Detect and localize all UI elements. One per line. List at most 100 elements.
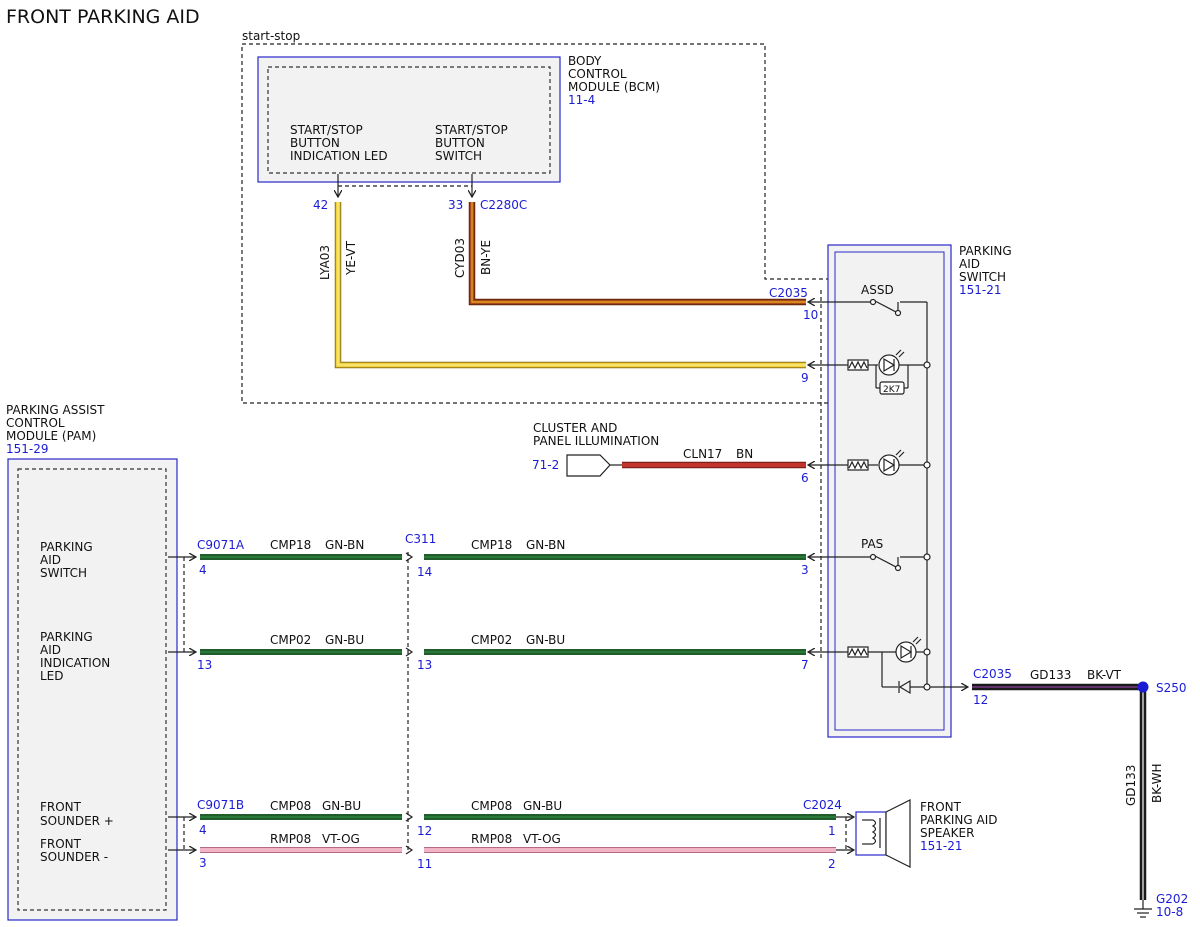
pas-switch bbox=[842, 553, 927, 572]
wire-cmp08-right-color: GN-BU bbox=[523, 799, 562, 813]
c311-label: C311 bbox=[405, 532, 436, 546]
wire-cmp02-left-circuit: CMP02 bbox=[270, 633, 311, 647]
bcm-module bbox=[257, 56, 561, 183]
parking-aid-switch-inner bbox=[834, 251, 945, 731]
wire-lya03-circuit: LYA03 bbox=[318, 245, 332, 280]
wire-rmp08-left-circuit: RMP08 bbox=[270, 832, 311, 846]
pam-switch-label-3: SWITCH bbox=[40, 566, 87, 580]
bcm-connector-c2280c: C2280C bbox=[480, 198, 527, 212]
bcm-ref: 11-4 bbox=[568, 93, 595, 107]
bcm-pin-42: 42 bbox=[313, 198, 328, 212]
parking-aid-switch-module bbox=[827, 244, 952, 738]
pa-pin-10: 10 bbox=[803, 308, 818, 322]
c9071a-pin-13: 13 bbox=[197, 658, 212, 672]
resistor-2k7-label: 2K7 bbox=[883, 385, 900, 395]
wire-cln17-circuit: CLN17 bbox=[683, 447, 722, 461]
wire-cmp02-right-color: GN-BU bbox=[526, 633, 565, 647]
bcm-pin-33: 33 bbox=[448, 198, 463, 212]
wire-lya03 bbox=[334, 202, 806, 369]
c311-pin-12: 12 bbox=[417, 824, 432, 838]
assd-label: ASSD bbox=[861, 283, 894, 297]
wire-gd133-h-circuit: GD133 bbox=[1030, 668, 1071, 682]
wire-cmp08-left-circuit: CMP08 bbox=[270, 799, 311, 813]
c2024-label: C2024 bbox=[803, 798, 842, 812]
pam-name-1: PARKING ASSIST bbox=[6, 403, 105, 417]
pam-name-2: CONTROL bbox=[6, 416, 65, 430]
pa-switch-name-3: SWITCH bbox=[959, 270, 1006, 284]
pa-pin-7: 7 bbox=[801, 658, 809, 672]
wire-cln17-color: BN bbox=[736, 447, 753, 461]
bcm-switch-label-1: START/STOP bbox=[435, 123, 508, 137]
speaker-ref: 151-21 bbox=[920, 839, 963, 853]
wire-cyd03-circuit: CYD03 bbox=[453, 238, 467, 278]
cluster-name-2: PANEL ILLUMINATION bbox=[533, 434, 659, 448]
bcm-switch-label-2: BUTTON bbox=[435, 136, 485, 150]
c9071a-label: C9071A bbox=[197, 538, 245, 552]
c2024-pin-1: 1 bbox=[828, 824, 836, 838]
bcm-switch-label-3: SWITCH bbox=[435, 149, 482, 163]
bus-nodes bbox=[923, 361, 931, 691]
wire-cmp02-right-circuit: CMP02 bbox=[471, 633, 512, 647]
pam-led-label-1: PARKING bbox=[40, 630, 93, 644]
splice-s250-dot bbox=[1137, 681, 1149, 693]
wire-gd133-v-circuit: GD133 bbox=[1124, 765, 1138, 806]
cluster-connector-symbol bbox=[566, 454, 611, 477]
wire-cmp18-left-circuit: CMP18 bbox=[270, 538, 311, 552]
pam-led-label-4: LED bbox=[40, 669, 64, 683]
assd-switch bbox=[842, 298, 927, 317]
c9071b-pin-3: 3 bbox=[199, 856, 207, 870]
c311-pin-11: 11 bbox=[417, 857, 432, 871]
pam-switch-label-2: AID bbox=[40, 553, 61, 567]
c311-pin-14: 14 bbox=[417, 565, 432, 579]
pa-pin-6: 6 bbox=[801, 471, 809, 485]
c9071b-pin-4: 4 bbox=[199, 823, 207, 837]
cluster-name-1: CLUSTER AND bbox=[533, 421, 617, 435]
pam-sounder-plus-1: FRONT bbox=[40, 800, 82, 814]
bcm-led-label-3: INDICATION LED bbox=[290, 149, 388, 163]
wire-cmp08-right-circuit: CMP08 bbox=[471, 799, 512, 813]
pas-label: PAS bbox=[861, 537, 883, 551]
speaker-name-2: PARKING AID bbox=[920, 813, 998, 827]
ground-g202-label: G202 bbox=[1156, 892, 1188, 906]
pam-led-label-3: INDICATION bbox=[40, 656, 110, 670]
start-stop-label: start-stop bbox=[242, 29, 300, 43]
pa-switch-name-1: PARKING bbox=[959, 244, 1012, 258]
c311-arrows bbox=[405, 552, 414, 855]
wire-cmp08-left-color: GN-BU bbox=[322, 799, 361, 813]
c9071a-pin-4: 4 bbox=[199, 563, 207, 577]
pam-ref: 151-29 bbox=[6, 442, 49, 456]
pa-pin-12: 12 bbox=[973, 693, 988, 707]
speaker-name-1: FRONT bbox=[920, 800, 962, 814]
pa-switch-name-2: AID bbox=[959, 257, 980, 271]
splice-s250-label: S250 bbox=[1156, 681, 1187, 695]
pa-switch-ref: 151-21 bbox=[959, 283, 1002, 297]
pam-name-3: MODULE (PAM) bbox=[6, 429, 96, 443]
bcm-led-label-2: BUTTON bbox=[290, 136, 340, 150]
wire-rmp08-right-circuit: RMP08 bbox=[471, 832, 512, 846]
pam-module bbox=[7, 458, 178, 921]
speaker-name-3: SPEAKER bbox=[920, 826, 974, 840]
pam-sounder-minus-2: SOUNDER - bbox=[40, 850, 108, 864]
page-title: FRONT PARKING AID bbox=[6, 6, 200, 28]
wire-lya03-color: YE-VT bbox=[344, 240, 358, 276]
c9071b-label: C9071B bbox=[197, 798, 244, 812]
bcm-name-line-1: BODY bbox=[568, 54, 602, 68]
wire-gd133-h-color: BK-VT bbox=[1087, 668, 1122, 682]
pam-switch-label-1: PARKING bbox=[40, 540, 93, 554]
wire-cmp18-left-color: GN-BN bbox=[325, 538, 364, 552]
wire-cmp18-right-color: GN-BN bbox=[526, 538, 565, 552]
c2035-connector-label: C2035 bbox=[769, 286, 808, 300]
wire-gd133-v-color: BK-WH bbox=[1150, 763, 1164, 803]
wire-cmp02-left-color: GN-BU bbox=[325, 633, 364, 647]
bcm-name-line-3: MODULE (BCM) bbox=[568, 80, 660, 94]
pam-sounder-minus-1: FRONT bbox=[40, 837, 82, 851]
wire-cmp18-right-circuit: CMP18 bbox=[471, 538, 512, 552]
speaker-symbol bbox=[855, 799, 911, 868]
pam-led-label-2: AID bbox=[40, 643, 61, 657]
c311-pin-13: 13 bbox=[417, 658, 432, 672]
bcm-led-label-1: START/STOP bbox=[290, 123, 363, 137]
c2035-ground-connector: C2035 bbox=[973, 667, 1012, 681]
c2024-pin-2: 2 bbox=[828, 857, 836, 871]
pam-inner bbox=[17, 468, 167, 911]
